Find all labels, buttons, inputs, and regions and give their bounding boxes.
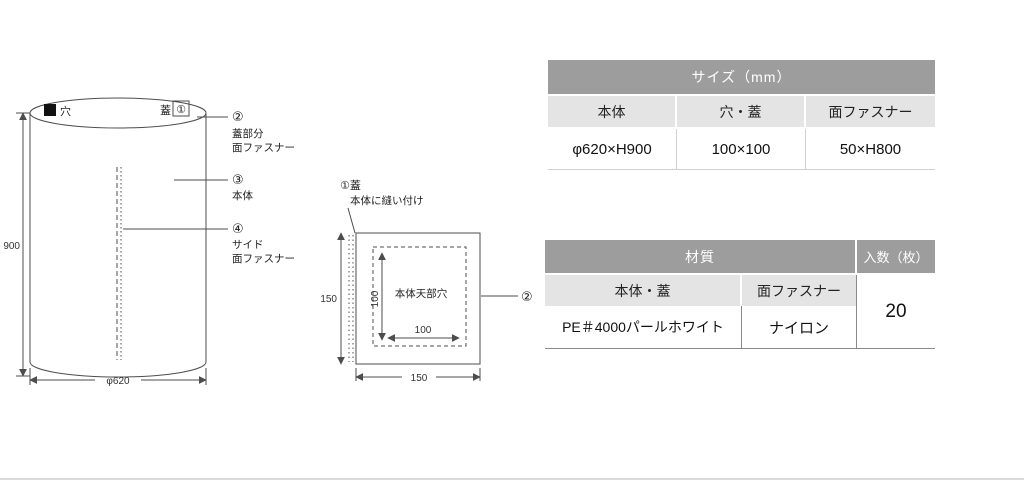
- material-table-value-body-lid: PE＃4000パールホワイト: [545, 306, 742, 349]
- side-fastener-line: [116, 167, 122, 360]
- callout2-label-2: 面ファスナー: [232, 142, 295, 154]
- callout3-label-1: 本体: [232, 189, 253, 202]
- inner-horizontal-dimension-label: 100: [415, 325, 432, 336]
- material-table-qty-title: 入数（枚）: [857, 240, 935, 275]
- size-table-col-fastener: 面ファスナー: [806, 96, 935, 129]
- size-table-col-body: 本体: [548, 96, 677, 129]
- material-table-title: 材質: [545, 240, 857, 275]
- height-dimension-label: 900: [3, 241, 20, 252]
- size-table-col-hole-lid: 穴・蓋: [677, 96, 806, 129]
- inner-vertical-dimension-label: 100: [370, 290, 381, 307]
- callout2-number: ②: [232, 109, 244, 124]
- height-dimension: [16, 112, 30, 377]
- lid-mark-number: ①: [176, 104, 186, 116]
- hole-mark: [44, 104, 56, 116]
- lid-detail-subtitle: 本体に縫い付け: [350, 194, 424, 207]
- bottom-dimension: [355, 368, 481, 381]
- callout4-number: ④: [232, 221, 244, 236]
- diameter-dimension-label: φ620: [106, 376, 130, 387]
- material-table: 材質 入数（枚） 本体・蓋 面ファスナー 20 PE＃4000パールホワイト ナ…: [545, 240, 935, 349]
- lid-detail-callout-number: ②: [521, 289, 533, 304]
- callout4-label-1: サイド: [232, 239, 264, 251]
- lid-detail-center-label: 本体天部穴: [395, 287, 448, 300]
- lid-detail-title: ①蓋: [340, 179, 361, 192]
- material-table-col-body-lid: 本体・蓋: [545, 275, 742, 306]
- cylinder-outline: [29, 97, 207, 378]
- callout4-label-2: 面ファスナー: [232, 253, 295, 265]
- size-table-value-body: φ620×H900: [548, 129, 677, 170]
- lid-label: 蓋: [160, 104, 171, 117]
- hole-label: 穴: [60, 104, 71, 118]
- callout3-number: ③: [232, 172, 244, 187]
- technical-diagram: 穴 蓋 ① 900 φ620 ② 蓋部分 面ファスナー ③ 本体 ④ サ: [3, 97, 533, 387]
- callout2-label-1: 蓋部分: [232, 127, 264, 140]
- size-table-title: サイズ（mm）: [548, 60, 935, 96]
- lid-mark-box: [172, 100, 190, 117]
- bottom-dimension-label: 150: [411, 373, 428, 384]
- size-table-value-hole-lid: 100×100: [677, 129, 806, 170]
- size-table-value-fastener: 50×H800: [806, 129, 935, 170]
- material-table-col-fastener: 面ファスナー: [742, 275, 857, 306]
- material-table-qty-value: 20: [857, 275, 935, 349]
- size-table: サイズ（mm） 本体 穴・蓋 面ファスナー φ620×H900 100×100 …: [548, 60, 935, 170]
- diameter-dimension: [29, 368, 207, 385]
- left-dimension-label: 150: [320, 294, 337, 305]
- lid-detail-outline: [348, 232, 481, 365]
- lid-detail-title-leader: [347, 207, 356, 234]
- material-table-value-fastener: ナイロン: [742, 306, 857, 349]
